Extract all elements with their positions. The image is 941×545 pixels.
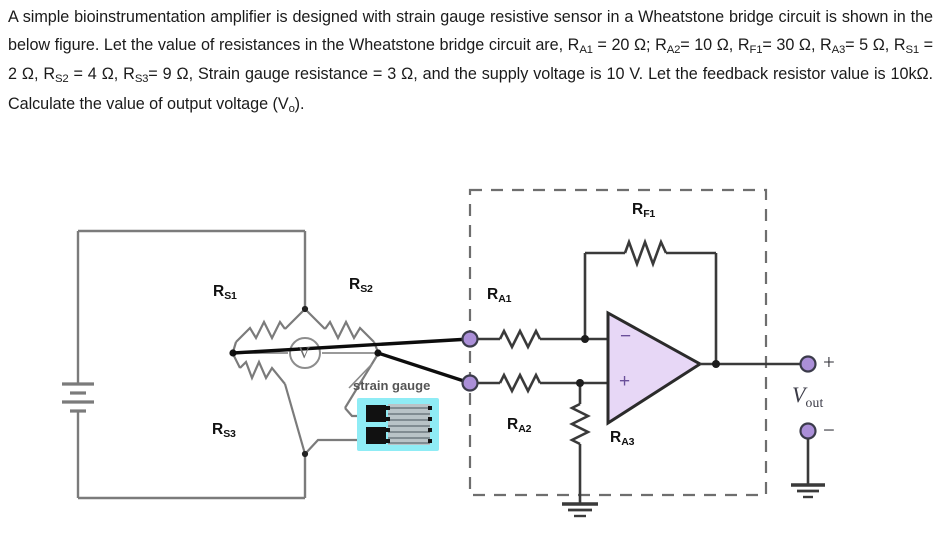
op-amp <box>606 310 800 426</box>
val-rf1: = 30 Ω, R <box>762 35 832 54</box>
val-rs2: = 4 Ω, R <box>68 65 135 83</box>
output-terminals <box>799 355 817 485</box>
voltmeter-circle <box>289 337 321 369</box>
node-noninverting-input <box>576 379 584 387</box>
node-output <box>712 360 720 368</box>
sub-ra3: A3 <box>831 43 846 56</box>
wire-rs3-lower <box>283 383 307 455</box>
label-strain-gauge: strain gauge <box>353 378 431 393</box>
resistor-rf1 <box>623 238 668 268</box>
wheatstone-bridge <box>229 305 390 458</box>
tap-line-lower <box>377 351 471 385</box>
wire-rs1-upper <box>284 308 306 330</box>
node-bridge-bottom <box>301 450 309 458</box>
strain-gauge-element <box>348 363 439 451</box>
tap-line-upper-core <box>232 338 471 354</box>
label-rs3: RS3 <box>212 421 236 441</box>
label-rf1: RF1 <box>632 201 656 221</box>
resistor-ra3 <box>569 402 591 446</box>
circuit-svg <box>62 188 825 518</box>
sub-vo: o <box>288 102 295 115</box>
output-positive-sign: + <box>823 350 835 374</box>
terminal-input-noninverting[interactable] <box>461 374 479 392</box>
circuit-figure: RS1 RS2 RS3 RA1 RA2 RA3 RF1 strain gauge… <box>0 176 941 545</box>
val-vo: ). <box>294 94 305 113</box>
strain-gauge-grid-lines <box>388 407 430 444</box>
node-inverting-input <box>581 335 589 343</box>
output-negative-sign: − <box>823 418 835 442</box>
bridge-to-amp-taps <box>232 337 471 385</box>
resistor-rs3 <box>239 359 286 385</box>
wire-rs2-upper <box>304 308 326 330</box>
amplifier-nodes <box>576 335 720 387</box>
val-ra1: = 20 Ω; R <box>592 35 667 54</box>
opamp-inverting-sign: − <box>620 326 632 347</box>
amplifier-input-terminals <box>461 330 479 392</box>
terminal-output-positive[interactable] <box>799 355 817 373</box>
problem-text-intro: A simple bioinstrumentation amplifier is… <box>8 8 933 54</box>
label-ra1: RA1 <box>487 286 512 306</box>
resistor-ra1 <box>498 328 542 350</box>
voltmeter-label: V <box>298 343 311 362</box>
sub-rs1: S1 <box>905 43 919 56</box>
val-rs1: = 2 Ω, R <box>8 35 933 84</box>
strain-gauge-pad-top <box>366 405 386 422</box>
opamp-noninverting-sign: + <box>619 371 631 392</box>
resistor-rs2 <box>324 319 375 343</box>
branch-ra1 <box>478 328 608 350</box>
label-ra2: RA2 <box>507 416 532 436</box>
problem-statement: A simple bioinstrumentation amplifier is… <box>8 4 933 120</box>
ground-symbol-output <box>791 483 825 499</box>
sub-rf1: F1 <box>749 43 763 56</box>
supply-loop <box>76 229 307 500</box>
sub-rs2: S2 <box>55 73 69 86</box>
sub-ra2: A2 <box>666 43 681 56</box>
label-rs1: RS1 <box>213 283 237 303</box>
val-rs3: = 9 Ω, Strain gauge resistance = 3 Ω, an… <box>8 65 933 113</box>
label-rs2: RS2 <box>349 276 373 296</box>
label-vout: Vout <box>792 382 824 410</box>
resistor-ra2 <box>498 372 542 394</box>
val-ra2: = 10 Ω, R <box>680 35 750 54</box>
label-ra3: RA3 <box>610 429 635 449</box>
node-bridge-top <box>301 305 309 313</box>
terminal-output-negative[interactable] <box>799 422 817 440</box>
terminal-input-inverting[interactable] <box>461 330 479 348</box>
resistor-rs1 <box>235 319 286 343</box>
sub-rs3: S3 <box>134 73 149 86</box>
sub-ra1: A1 <box>579 43 593 56</box>
wire-gauge-arm-upper <box>344 353 379 409</box>
amplifier-dashed-boundary <box>468 188 768 497</box>
strain-gauge-vias <box>386 406 432 443</box>
strain-gauge-grid-area <box>388 404 430 445</box>
op-amp-triangle <box>606 310 703 426</box>
branch-ra2 <box>478 372 608 394</box>
battery-symbol <box>62 376 94 439</box>
branch-ra3 <box>569 383 591 504</box>
branch-rf1 <box>583 238 718 364</box>
val-ra3: = 5 Ω, R <box>845 35 906 54</box>
strain-gauge-leader <box>348 363 373 389</box>
problem-paragraph: A simple bioinstrumentation amplifier is… <box>8 4 933 120</box>
ground-symbol-ra3 <box>562 502 598 518</box>
strain-gauge-pad-bottom <box>366 427 386 444</box>
